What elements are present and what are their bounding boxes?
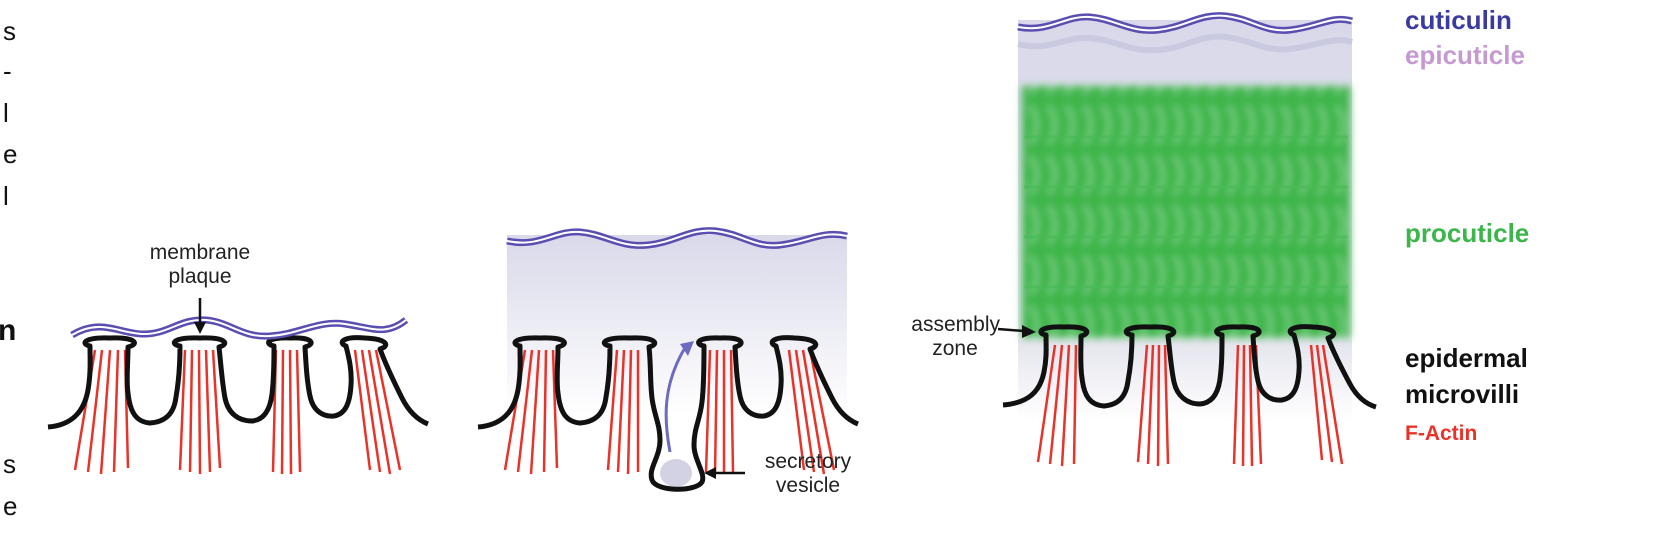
assembly-zone-pointer-head [1022, 325, 1036, 338]
panel-assembly-zone: assembly zone [911, 12, 1377, 467]
secretory-vesicle-label-line2: vesicle [776, 474, 840, 497]
microvilli-membrane [1002, 324, 1377, 410]
legend-procuticle: procuticle [1405, 218, 1529, 248]
plaque-arrowhead [194, 322, 206, 334]
secretion-arrow [664, 345, 688, 453]
edge-char: e [3, 139, 17, 169]
membrane-plaque-label: membrane [150, 241, 250, 264]
procuticle-lamellae [1024, 135, 1348, 289]
epicuticle-layer [507, 235, 847, 415]
edge-char: l [3, 98, 9, 128]
procuticle-layer [1022, 86, 1350, 338]
legend-epidermal: epidermal [1405, 343, 1528, 373]
secretion-arrowhead [680, 341, 694, 356]
legend-epicuticle: epicuticle [1405, 40, 1525, 70]
vesicle-pointer-head [704, 467, 716, 479]
assembly-zone-label: assembly [911, 313, 1000, 336]
edge-char: s [3, 449, 16, 479]
panel-secretory-vesicle: secretory vesicle [477, 227, 860, 497]
secretory-vesicle [660, 459, 692, 487]
assembly-zone-pointer [997, 327, 1025, 333]
membrane-plaque-label-line2: plaque [168, 265, 231, 288]
legend-microvilli: microvilli [1405, 379, 1519, 409]
microvilli-membrane [47, 335, 430, 430]
cuticulin-wave [70, 316, 409, 340]
edge-char: - [3, 56, 12, 86]
cuticulin-inner-wave [1017, 33, 1353, 54]
legend: cuticulin epicuticle procuticle epiderma… [1405, 5, 1529, 445]
left-edge-text: s - l e l n s e [0, 16, 17, 521]
panel-membrane-plaque: membrane plaque [47, 241, 430, 475]
legend-cuticulin: cuticulin [1405, 5, 1512, 35]
edge-char: n [0, 314, 16, 347]
edge-char: l [3, 181, 9, 211]
edge-char: s [3, 16, 16, 46]
secretory-vesicle-label: secretory [765, 450, 852, 473]
microvilli-membrane [477, 335, 860, 492]
legend-f-actin: F-Actin [1405, 422, 1477, 445]
assembly-zone-label-line2: zone [932, 337, 978, 360]
edge-char: e [3, 491, 17, 521]
